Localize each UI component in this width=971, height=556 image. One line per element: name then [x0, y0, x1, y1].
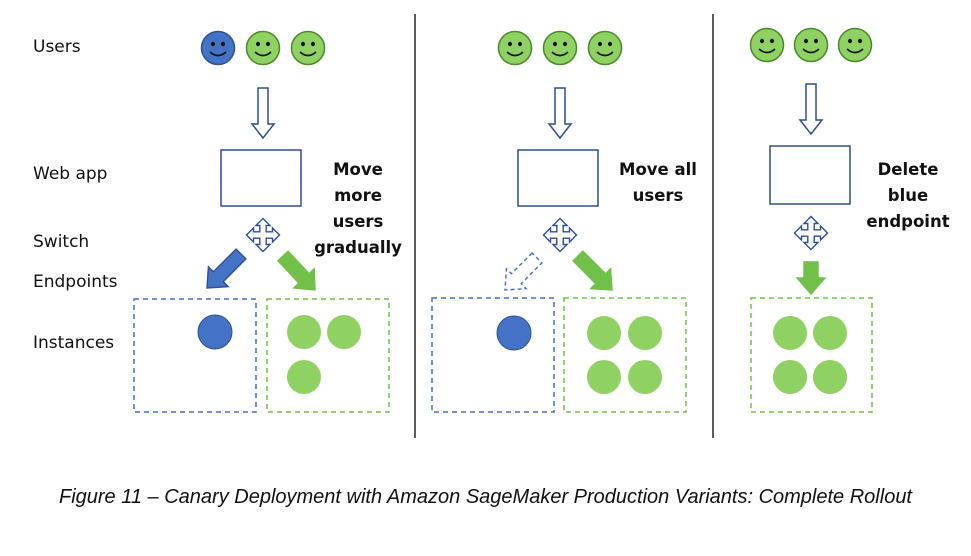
- face-eye: [608, 41, 612, 47]
- panel-2-blue-route-arrow-inactive: [504, 252, 543, 291]
- panel-2-green-instance: [587, 316, 621, 350]
- panel-3-green-instance: [813, 360, 847, 394]
- face-eye: [814, 38, 818, 44]
- figure-caption: Figure 11 – Canary Deployment with Amazo…: [58, 486, 912, 508]
- panel-2-note-line: Move all: [619, 160, 697, 179]
- face-mouth: [254, 51, 272, 57]
- panel-1-blue-route-arrow: [206, 248, 247, 289]
- panel-1-web-app-box: [220, 149, 302, 207]
- panel-3-note-line: endpoint: [866, 212, 950, 231]
- panel-1-traffic-arrow: [250, 87, 276, 140]
- face-eye: [848, 38, 852, 44]
- panel-3-web-app-box: [769, 145, 851, 205]
- face-eye: [563, 41, 567, 47]
- face-eye: [553, 41, 557, 47]
- panel-3-switch-icon: [793, 215, 829, 251]
- panel-1-note-line: users: [332, 212, 384, 231]
- panel-2-user-icon: [542, 30, 578, 66]
- panel-2-traffic-arrow: [547, 87, 573, 140]
- panel-2-user-icon: [497, 30, 533, 66]
- panel-2-green-instance: [628, 360, 662, 394]
- panel-1-green-instance: [287, 315, 321, 349]
- face-eye: [518, 41, 522, 47]
- face-circle: [290, 30, 326, 66]
- face-mouth: [551, 51, 569, 57]
- panel-2-web-app-box: [517, 149, 599, 207]
- panel-1-green-route-arrow: [276, 250, 316, 291]
- face-eye: [221, 41, 225, 47]
- panel-2-green-instance: [587, 360, 621, 394]
- panel-3-note: Delete blue endpoint: [860, 157, 956, 235]
- panel-1-note-line: gradually: [314, 238, 402, 257]
- panel-2-note-line: users: [632, 186, 684, 205]
- face-eye: [760, 38, 764, 44]
- row-label-users: Users: [33, 37, 81, 57]
- panel-2-green-endpoint-box: [563, 297, 687, 413]
- panel-2-green-route-arrow: [572, 250, 613, 291]
- face-eye: [598, 41, 602, 47]
- panel-1-user-icon: [200, 30, 236, 66]
- panel-2-blue-instance: [496, 315, 532, 351]
- face-eye: [804, 38, 808, 44]
- face-mouth: [299, 51, 317, 57]
- panel-1-user-icon: [245, 30, 281, 66]
- face-circle: [245, 30, 281, 66]
- face-circle: [587, 30, 623, 66]
- panel-1-note-line: more: [334, 186, 382, 205]
- face-mouth: [846, 48, 864, 54]
- panel-3-user-icon: [837, 27, 873, 63]
- panel-1-note: Move more users gradually: [308, 157, 408, 261]
- panel-3-green-route-arrow: [795, 261, 827, 296]
- panel-2-blue-endpoint-box: [431, 297, 555, 413]
- face-mouth: [596, 51, 614, 57]
- face-mouth: [209, 51, 227, 57]
- face-circle: [749, 27, 785, 63]
- face-circle: [793, 27, 829, 63]
- face-mouth: [802, 48, 820, 54]
- panel-1-switch-icon: [245, 217, 281, 253]
- panel-1-note-line: Move: [333, 160, 383, 179]
- panel-3-green-instance: [813, 316, 847, 350]
- row-label-switch: Switch: [33, 232, 90, 252]
- panel-3-note-line: blue: [887, 186, 929, 205]
- face-eye: [311, 41, 315, 47]
- face-mouth: [758, 48, 776, 54]
- face-eye: [770, 38, 774, 44]
- panel-3-green-instance: [773, 360, 807, 394]
- panel-1-user-icon: [290, 30, 326, 66]
- face-eye: [508, 41, 512, 47]
- face-eye: [266, 41, 270, 47]
- row-label-endpoints: Endpoints: [33, 272, 118, 292]
- panel-3-note-line: Delete: [877, 160, 939, 179]
- panel-1-green-instance: [287, 360, 321, 394]
- panel-2-green-instance: [628, 316, 662, 350]
- row-label-web-app: Web app: [33, 164, 108, 184]
- panel-2-user-icon: [587, 30, 623, 66]
- face-eye: [301, 41, 305, 47]
- panel-1-blue-endpoint-box: [133, 298, 257, 413]
- panel-1-green-endpoint-box: [266, 298, 390, 413]
- face-mouth: [506, 51, 524, 57]
- panel-1-blue-instance: [197, 314, 233, 350]
- panel-3-traffic-arrow: [798, 83, 824, 136]
- panel-3-user-icon: [749, 27, 785, 63]
- panel-3-user-icon: [793, 27, 829, 63]
- panel-3-green-endpoint-box: [750, 297, 873, 413]
- face-circle: [497, 30, 533, 66]
- face-eye: [858, 38, 862, 44]
- panel-2-note: Move all users: [603, 157, 713, 209]
- face-circle: [837, 27, 873, 63]
- panel-2-switch-icon: [542, 217, 578, 253]
- face-eye: [211, 41, 215, 47]
- panel-3-green-instance: [773, 316, 807, 350]
- face-circle: [542, 30, 578, 66]
- row-label-instances: Instances: [33, 333, 115, 353]
- face-circle: [200, 30, 236, 66]
- face-eye: [256, 41, 260, 47]
- panel-1-green-instance: [327, 315, 361, 349]
